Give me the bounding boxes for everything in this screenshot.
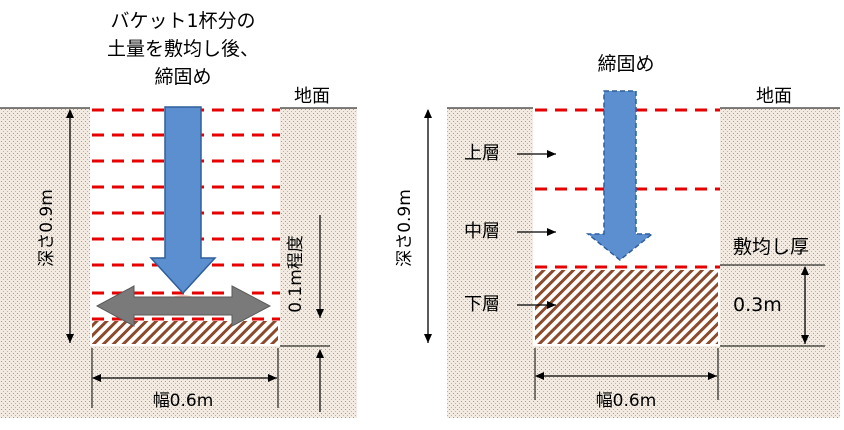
spread-arrow	[95, 285, 272, 327]
ground-label: 地面	[756, 86, 792, 107]
soil-left-side	[0, 108, 90, 418]
soil-left-side	[447, 108, 533, 418]
soil-bottom	[533, 346, 720, 418]
lower-layer-fill	[535, 270, 718, 344]
depth-label: 深さ0.9m	[395, 189, 415, 267]
compacted-layer	[92, 321, 278, 344]
layer-label-lower: 下層	[464, 294, 500, 315]
width-label: 幅0.6m	[153, 391, 214, 411]
left-panel: 深さ0.9m 幅0.6m 0.1m程度 地面 バケット1杯分の 土量を敷均し後、…	[0, 10, 357, 418]
spread-thickness-label: 敷均し厚	[733, 236, 809, 258]
compaction-arrow	[585, 90, 655, 261]
instruction-line-2: 土量を敷均し後、	[107, 38, 259, 60]
spread-thickness-value: 0.3m	[733, 294, 782, 316]
depth-label: 深さ0.9m	[37, 189, 57, 267]
layer-lines	[535, 108, 720, 269]
right-panel: 深さ0.9m 上層 中層 下層 幅0.6m 敷均し厚 0.3m 地面 締固め	[395, 53, 840, 418]
instruction-line-3: 締固め	[154, 66, 211, 88]
thickness-label: 0.1m程度	[286, 235, 306, 313]
layer-label-upper: 上層	[464, 143, 500, 164]
compaction-label: 締固め	[597, 53, 654, 75]
soil-bottom	[90, 346, 280, 418]
layer-label-middle: 中層	[464, 221, 500, 242]
width-label: 幅0.6m	[596, 391, 657, 411]
soil-right-side	[280, 108, 357, 418]
compaction-arrow	[149, 106, 217, 295]
soil-right-side	[720, 108, 840, 418]
instruction-line-1: バケット1杯分の	[110, 10, 255, 32]
ground-label: 地面	[294, 86, 330, 107]
